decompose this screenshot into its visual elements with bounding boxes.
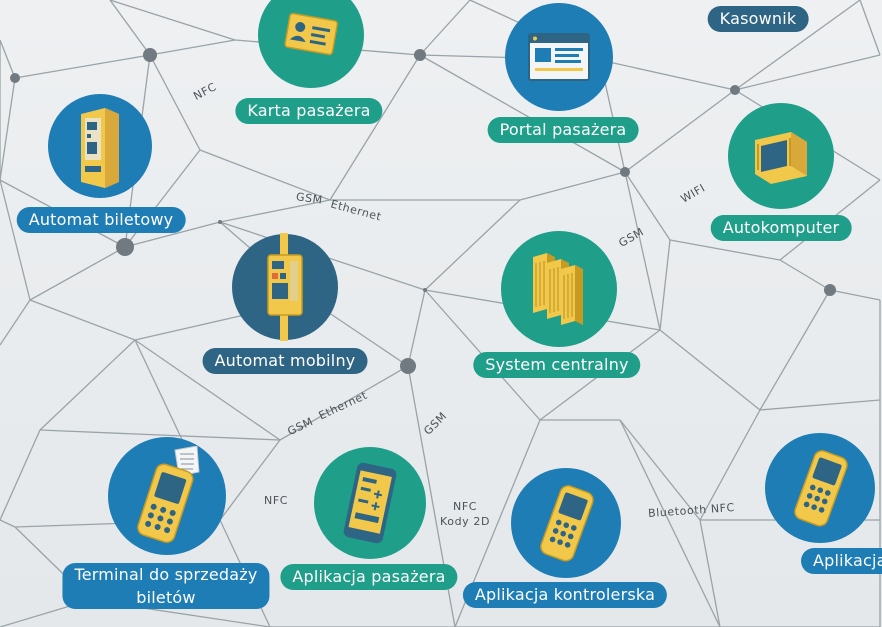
mesh-line — [659, 329, 761, 411]
aplikacja-pasazera-node — [314, 447, 426, 559]
mesh-hub — [620, 167, 630, 177]
autokomputer-node — [728, 103, 834, 209]
terminal-label-line2: biletów — [136, 588, 196, 607]
mesh-line — [699, 519, 721, 627]
mesh-line — [419, 54, 626, 173]
karta-pasazera-node — [258, 0, 364, 88]
mesh-hub — [116, 238, 134, 256]
conn-kody-2d: Kody 2D — [440, 515, 491, 528]
terminal-node — [108, 437, 226, 555]
terminal-label: Terminal do sprzedaży biletów — [62, 563, 270, 609]
onboard-computer-icon — [755, 132, 807, 184]
mesh-line — [124, 221, 221, 248]
portal-pasazera-node — [505, 3, 613, 111]
mesh-line — [29, 299, 136, 341]
mesh-line — [219, 439, 281, 521]
aplikacja-kontrolerska-2-label: Aplikacja kontroler — [801, 548, 882, 574]
mesh-line — [134, 339, 281, 441]
mesh-line — [29, 246, 126, 301]
system-centralny-node — [501, 231, 617, 347]
mesh-line — [0, 179, 31, 301]
mesh-line — [624, 171, 661, 331]
ticket-machine-icon — [81, 108, 119, 188]
id-card-icon — [284, 12, 339, 56]
mesh-hub — [10, 73, 20, 83]
aplikacja-kontrolerska-label: Aplikacja kontrolerska — [462, 582, 668, 608]
automat-biletowy-label: Automat biletowy — [16, 207, 186, 233]
conn-nfc-terminal: NFC — [264, 494, 289, 507]
mesh-line — [0, 519, 16, 528]
mesh-line — [39, 429, 281, 441]
system-centralny-label: System centralny — [473, 352, 641, 378]
mesh-line — [699, 409, 761, 521]
aplikacja-pasazera-label: Aplikacja pasażera — [280, 564, 458, 590]
mesh-line — [0, 429, 41, 521]
mesh-line — [759, 289, 831, 411]
mobile-ticket-machine-icon — [267, 233, 303, 341]
aplikacja-kontrolerska-node — [511, 468, 621, 578]
terminal-label-line1: Terminal do sprzedaży — [74, 565, 258, 584]
aplikacja-kontrolerska-2-node — [765, 433, 875, 543]
browser-window-icon — [528, 33, 590, 81]
mesh-line — [39, 339, 136, 431]
server-icon — [533, 253, 583, 325]
mesh-hub — [143, 48, 157, 62]
mesh-hub — [218, 220, 222, 224]
mesh-line — [424, 199, 521, 291]
mesh-line — [624, 171, 671, 241]
mesh-line — [619, 419, 701, 521]
mesh-line — [759, 399, 881, 411]
mesh-line — [219, 199, 331, 223]
mesh-hub — [400, 358, 416, 374]
mesh-line — [14, 54, 151, 79]
automat-mobilny-label: Automat mobilny — [202, 348, 368, 374]
mesh-line — [599, 59, 736, 91]
mesh-line — [329, 54, 421, 201]
mesh-line — [779, 259, 831, 291]
handheld-scanner-icon — [540, 485, 594, 562]
mesh-line — [149, 54, 201, 151]
mesh-line — [519, 171, 626, 201]
mesh-hub — [730, 85, 740, 95]
mesh-line — [279, 365, 409, 441]
mesh-line — [0, 39, 16, 79]
mesh-line — [624, 89, 736, 173]
mesh-line — [407, 289, 426, 367]
mesh-line — [829, 289, 881, 301]
mesh-line — [0, 299, 31, 346]
karta-pasazera-label: Karta pasażera — [235, 98, 383, 124]
autokomputer-label: Autokomputer — [710, 215, 852, 241]
kasownik-label: Kasownik — [707, 6, 809, 32]
automat-biletowy-node — [48, 94, 152, 198]
conn-nfc-app: NFC — [453, 500, 478, 513]
mesh-line — [0, 77, 16, 181]
handheld-terminal-icon — [137, 446, 200, 543]
mesh-line — [419, 0, 471, 56]
mesh-line — [619, 419, 721, 627]
automat-mobilny-node — [232, 233, 338, 341]
mesh-line — [109, 0, 236, 41]
mesh-line — [109, 0, 151, 56]
mesh-hub — [414, 49, 426, 61]
portal-pasazera-label: Portal pasażera — [487, 117, 639, 143]
mesh-line — [199, 149, 331, 201]
mesh-line — [149, 39, 236, 56]
mesh-hub — [824, 284, 836, 296]
mesh-hub — [423, 288, 427, 292]
handheld-scanner-icon — [794, 450, 848, 527]
mesh-line — [859, 0, 881, 56]
smartphone-app-icon — [343, 462, 397, 544]
mesh-line — [734, 0, 861, 91]
mesh-line — [659, 239, 671, 331]
mesh-line — [669, 239, 781, 261]
mesh-line — [734, 54, 881, 91]
